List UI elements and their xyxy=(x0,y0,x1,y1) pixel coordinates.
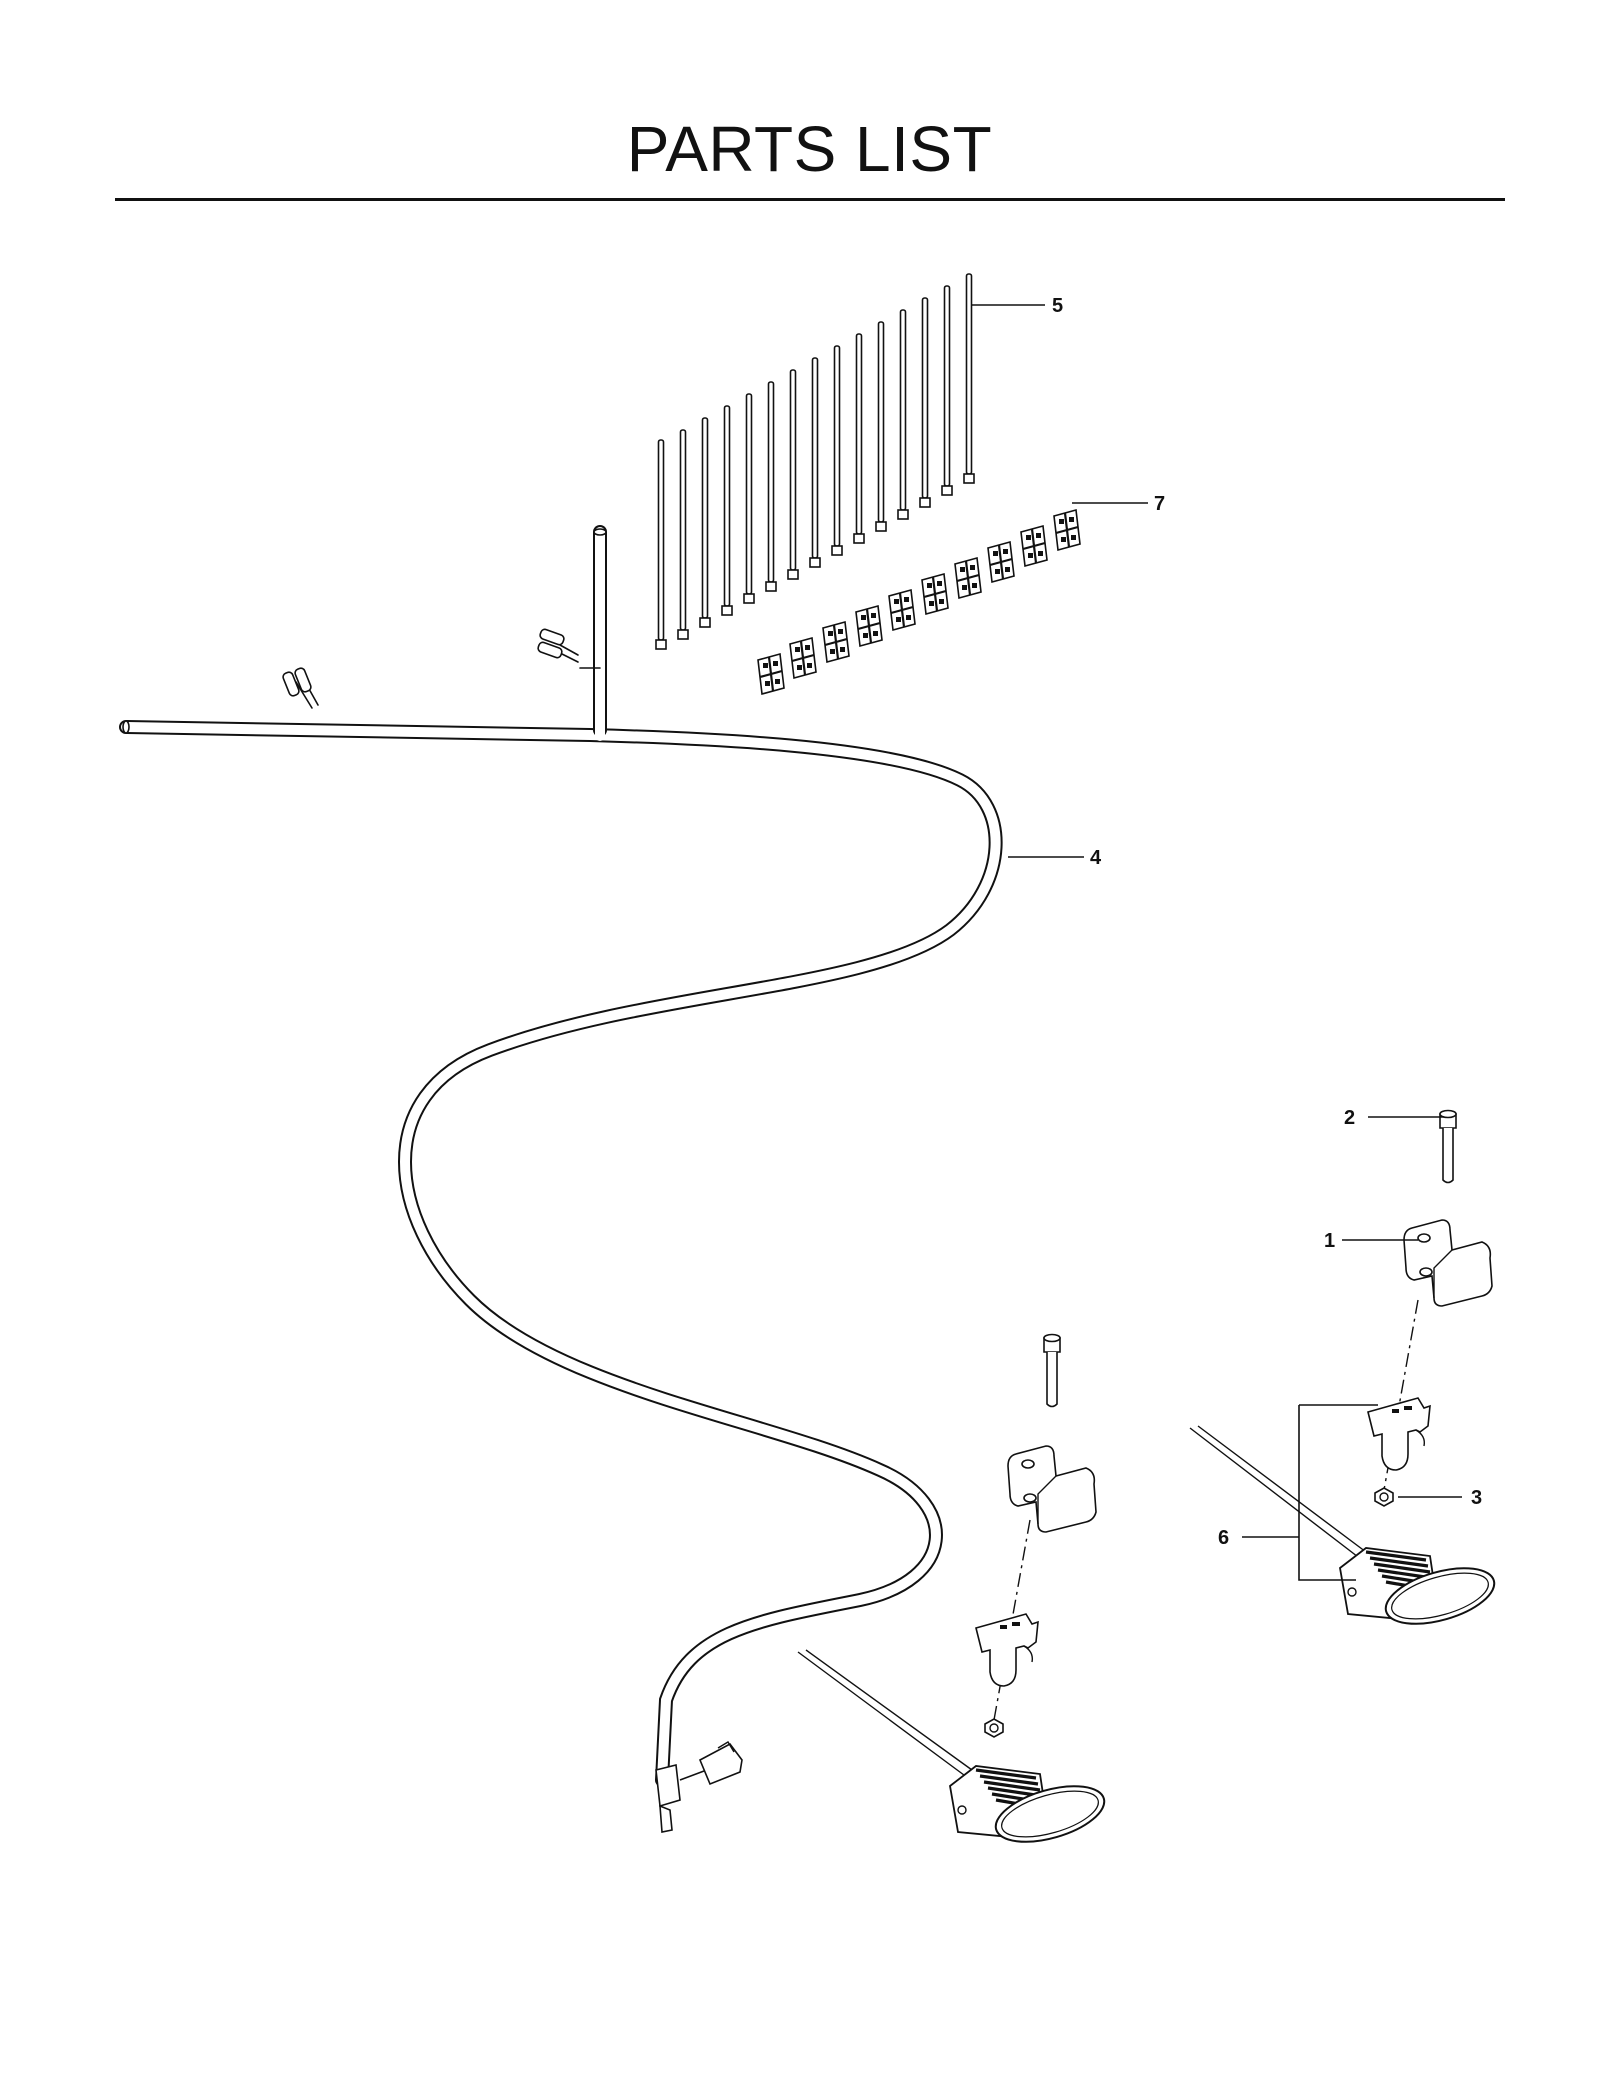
left-bolt xyxy=(1043,1333,1061,1408)
left-spacer-bracket xyxy=(1007,1445,1097,1533)
mounting-pads xyxy=(756,508,1082,696)
callout-7: 7 xyxy=(1154,493,1165,515)
callout-6: 6 xyxy=(1218,1527,1229,1549)
wiring-harness xyxy=(119,525,1003,1787)
right-work-light xyxy=(1338,1546,1503,1637)
right-assembly-axis xyxy=(1383,1299,1419,1491)
harness-connector xyxy=(655,1741,743,1833)
callout-1: 1 xyxy=(1324,1230,1335,1252)
left-lock-nut xyxy=(984,1718,1004,1738)
right-lock-nut xyxy=(1374,1487,1394,1507)
callout-2: 2 xyxy=(1344,1107,1355,1129)
title-divider xyxy=(115,198,1505,201)
right-bolt xyxy=(1439,1109,1457,1184)
page-title: PARTS LIST xyxy=(626,113,993,185)
callout-4: 4 xyxy=(1090,847,1102,869)
leader-lines xyxy=(972,304,1462,1581)
left-lamp-bracket xyxy=(975,1613,1039,1687)
left-work-light xyxy=(948,1764,1113,1855)
left-lamp-wires xyxy=(797,1649,973,1779)
callout-3: 3 xyxy=(1471,1487,1482,1509)
callout-5: 5 xyxy=(1052,295,1063,317)
right-lamp-wires xyxy=(1189,1425,1367,1561)
right-spacer-bracket xyxy=(1403,1219,1493,1307)
right-lamp-bracket xyxy=(1367,1397,1431,1471)
